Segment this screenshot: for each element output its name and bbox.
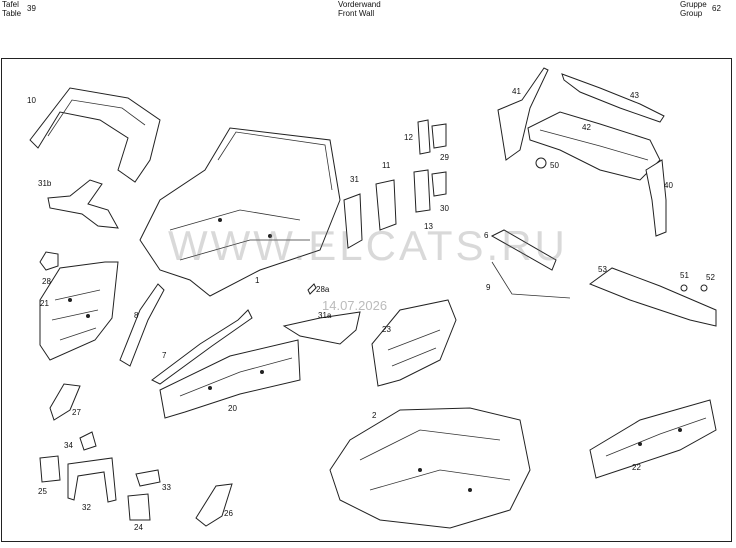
callout-31b: 31b [38, 179, 52, 188]
callout-53: 53 [598, 265, 607, 274]
part-24[interactable] [127, 493, 151, 521]
callout-50: 50 [550, 161, 559, 170]
part-28[interactable] [39, 251, 59, 271]
part-6-brace[interactable] [490, 229, 557, 271]
part-7-strut[interactable] [151, 309, 253, 385]
callout-2: 2 [372, 411, 377, 420]
part-20-longitudinal-member[interactable] [159, 339, 301, 419]
callout-25: 25 [38, 487, 47, 496]
part-32-frame[interactable] [67, 457, 117, 503]
part-42-cowl[interactable] [527, 111, 661, 181]
watermark-date: 14.07.2026 [322, 298, 388, 313]
part-13[interactable] [413, 169, 431, 213]
group-label: Gruppe Group [680, 0, 707, 18]
part-9-rod[interactable] [491, 261, 571, 299]
callout-8: 8 [134, 311, 139, 320]
part-12[interactable] [417, 119, 431, 155]
callout-28: 28 [42, 277, 51, 286]
callout-6: 6 [484, 231, 489, 240]
part-31[interactable] [343, 193, 363, 249]
part-51-clip[interactable] [680, 284, 688, 292]
part-31b[interactable] [47, 179, 119, 229]
callout-27: 27 [72, 408, 81, 417]
callout-51: 51 [680, 271, 689, 280]
watermark-text: WWW.ELCATS.RU [168, 222, 568, 269]
callout-29: 29 [440, 153, 449, 162]
page-title: Vorderwand Front Wall [338, 0, 381, 18]
part-26[interactable] [195, 483, 233, 527]
part-23-side-panel[interactable] [371, 299, 457, 387]
part-21-side-panel[interactable] [39, 261, 119, 361]
group-number: 62 [712, 4, 721, 13]
callout-40: 40 [664, 181, 673, 190]
part-34-bracket[interactable] [79, 431, 97, 451]
callout-42: 42 [582, 123, 591, 132]
part-8-strut[interactable] [119, 283, 165, 367]
part-2-floor-assembly[interactable] [329, 407, 531, 529]
callout-30: 30 [440, 204, 449, 213]
callout-21: 21 [40, 299, 49, 308]
callout-12: 12 [404, 133, 413, 142]
part-50-grommet[interactable] [535, 157, 547, 169]
part-11[interactable] [375, 179, 397, 231]
part-22-longitudinal-member[interactable] [589, 399, 717, 479]
part-52-clip[interactable] [700, 284, 708, 292]
callout-41: 41 [512, 87, 521, 96]
callout-9: 9 [486, 283, 491, 292]
part-41-pillar[interactable] [497, 67, 549, 161]
part-53-sill[interactable] [588, 267, 717, 327]
part-28a-clip[interactable] [307, 283, 317, 295]
callout-33: 33 [162, 483, 171, 492]
part-29[interactable] [431, 123, 447, 149]
part-33[interactable] [135, 469, 161, 487]
callout-7: 7 [162, 351, 167, 360]
callout-52: 52 [706, 273, 715, 282]
callout-32: 32 [82, 503, 91, 512]
part-1-front-assembly[interactable] [139, 127, 341, 297]
callout-10: 10 [27, 96, 36, 105]
callout-20: 20 [228, 404, 237, 413]
callout-11: 11 [382, 161, 391, 170]
table-number: 39 [27, 4, 36, 13]
callout-13: 13 [424, 222, 433, 231]
callout-43: 43 [630, 91, 639, 100]
table-label: Tafel Table [2, 0, 22, 18]
callout-23: 23 [382, 325, 391, 334]
callout-22: 22 [632, 463, 641, 472]
callout-24: 24 [134, 523, 143, 532]
part-30[interactable] [431, 171, 447, 197]
callout-28a: 28a [316, 285, 330, 294]
part-31a[interactable] [282, 311, 361, 345]
callout-26: 26 [224, 509, 233, 518]
callout-1: 1 [255, 276, 260, 285]
part-43-cowl-strip[interactable] [561, 73, 665, 123]
part-10-windshield-frame[interactable] [29, 87, 161, 183]
callout-labels: 10 31b 28 21 8 7 20 27 34 25 32 33 24 26… [27, 87, 715, 532]
diagram-frame [1, 58, 732, 542]
callout-34: 34 [64, 441, 73, 450]
part-25[interactable] [39, 455, 61, 483]
part-27[interactable] [49, 383, 81, 421]
callout-31a: 31a [318, 311, 332, 320]
callout-31: 31 [350, 175, 359, 184]
part-40-pillar[interactable] [645, 159, 667, 237]
